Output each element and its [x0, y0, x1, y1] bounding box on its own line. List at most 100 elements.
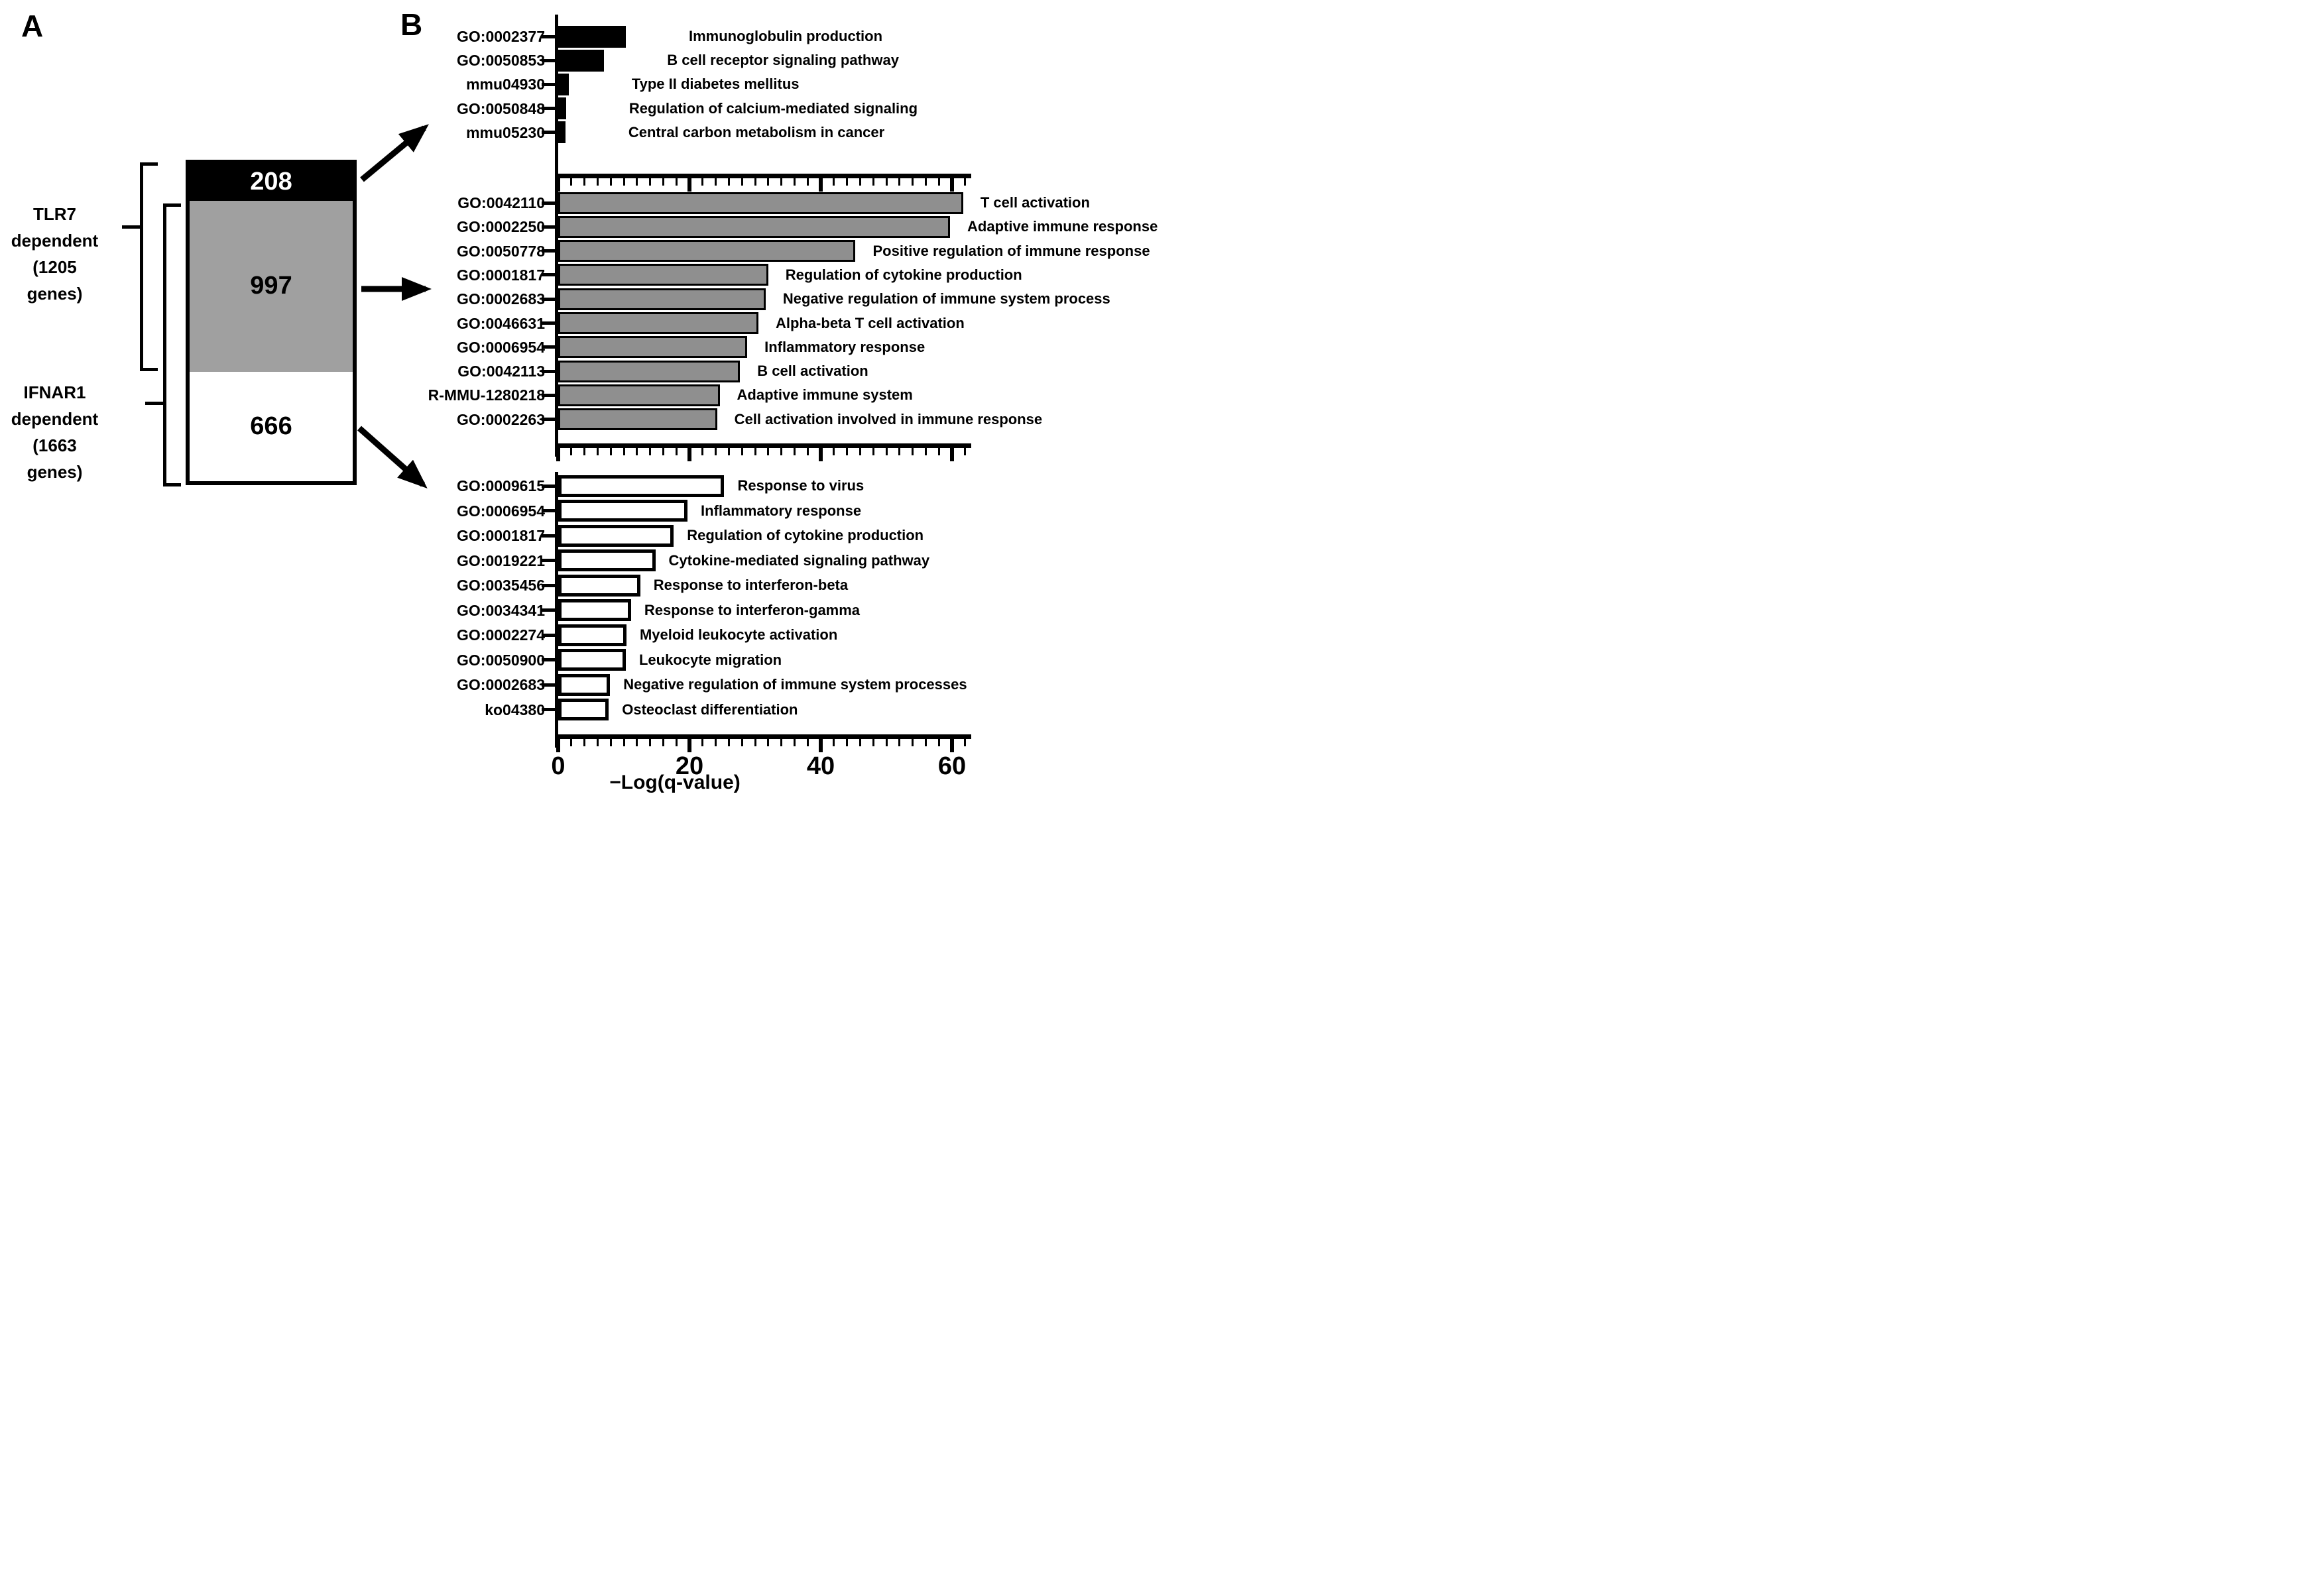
x-axis-major-tick — [687, 178, 691, 192]
x-axis-minor-tick — [649, 178, 652, 186]
bar-go-0035456 — [558, 574, 640, 597]
x-axis-minor-tick — [912, 448, 914, 455]
x-axis-minor-tick — [898, 178, 901, 186]
side-label-line: IFNAR1 — [23, 382, 86, 402]
x-axis-minor-tick — [636, 739, 638, 746]
x-axis-minor-tick — [872, 448, 874, 455]
y-axis-row-tick — [542, 297, 555, 301]
tlr7-bracket-bottom-stub — [140, 368, 158, 371]
bar-ko04380 — [558, 699, 609, 720]
bar-description: Immunoglobulin production — [688, 28, 883, 44]
y-axis-row-tick — [542, 249, 555, 253]
y-axis-row-tick — [542, 369, 555, 373]
x-axis-minor-tick — [767, 178, 770, 186]
x-axis-minor-tick — [806, 178, 809, 186]
bar-go-0042113 — [558, 360, 741, 382]
x-axis-minor-tick — [754, 178, 756, 186]
y-axis-row-tick — [542, 658, 555, 661]
stack-segment-black: 208 — [190, 164, 353, 201]
x-axis-minor-tick — [859, 448, 861, 455]
tlr7-bracket-line — [140, 162, 143, 371]
ifnar1-bracket-top-stub — [163, 203, 181, 207]
x-axis-minor-tick — [609, 739, 612, 746]
row-id-label: GO:0050778 — [457, 242, 545, 260]
x-axis-minor-tick — [636, 448, 638, 455]
row-id-label: GO:0002250 — [457, 218, 545, 236]
x-axis-minor-tick — [623, 448, 625, 455]
x-axis-minor-tick — [964, 739, 967, 746]
bar-go-0009615 — [558, 475, 725, 497]
bar-description: Regulation of calcium-mediated signaling — [628, 99, 918, 117]
bar-description: Regulation of cytokine production — [687, 527, 924, 543]
x-axis-minor-tick — [741, 448, 743, 455]
x-axis-major-tick — [819, 739, 823, 752]
row-id-label: GO:0002683 — [457, 290, 545, 308]
x-axis-minor-tick — [649, 739, 652, 746]
x-axis-minor-tick — [859, 739, 861, 746]
x-axis-title: −Log(q-value) — [609, 771, 741, 793]
tlr7-bracket-top-stub — [140, 162, 158, 166]
row-id-label: GO:0019221 — [457, 551, 545, 569]
x-axis-minor-tick — [793, 739, 796, 746]
x-axis-major-tick — [950, 448, 954, 461]
x-axis-minor-tick — [675, 739, 678, 746]
x-axis-minor-tick — [846, 739, 849, 746]
bar-go-0046631 — [558, 312, 758, 334]
x-axis-minor-tick — [715, 448, 717, 455]
bar-description: Negative regulation of immune system pro… — [623, 676, 967, 693]
x-axis-minor-tick — [701, 448, 704, 455]
x-axis-minor-tick — [727, 448, 730, 455]
side-label-line: (1205 genes) — [27, 257, 83, 304]
row-id-label: GO:0009615 — [457, 477, 545, 494]
y-axis-row-tick — [542, 321, 555, 325]
row-id-label: GO:0002263 — [457, 410, 545, 428]
x-axis-minor-tick — [701, 739, 704, 746]
x-axis-major-tick — [819, 448, 823, 461]
row-id-label: GO:0042110 — [457, 194, 545, 211]
bar-description: Negative regulation of immune system pro… — [782, 290, 1110, 308]
x-axis-minor-tick — [623, 178, 625, 186]
row-id-label: GO:0046631 — [457, 314, 545, 332]
y-axis-row-tick — [542, 708, 555, 711]
x-axis-tick-label: 60 — [937, 752, 967, 780]
x-axis-major-tick — [687, 739, 691, 752]
y-axis-row-tick — [542, 393, 555, 397]
bar-go-0002250 — [558, 215, 951, 238]
x-axis-minor-tick — [833, 739, 835, 746]
x-axis-minor-tick — [937, 448, 940, 455]
x-axis-minor-tick — [662, 739, 664, 746]
x-axis-minor-tick — [924, 178, 927, 186]
x-axis-minor-tick — [780, 739, 783, 746]
x-axis-minor-tick — [898, 739, 901, 746]
x-axis-minor-tick — [570, 448, 573, 455]
ifnar1-bracket-bottom-stub — [163, 483, 181, 486]
x-axis-minor-tick — [741, 739, 743, 746]
x-axis-minor-tick — [846, 448, 849, 455]
bar-go-0050853 — [558, 49, 605, 72]
x-axis-major-tick — [556, 178, 560, 192]
y-axis-line — [555, 15, 558, 187]
y-axis-row-tick — [542, 82, 555, 86]
row-id-label: GO:0006954 — [457, 502, 545, 520]
segment-count-label: 997 — [250, 272, 292, 300]
x-axis-minor-tick — [596, 448, 599, 455]
x-axis-minor-tick — [675, 448, 678, 455]
row-id-label: GO:0050900 — [457, 651, 545, 669]
x-axis-minor-tick — [806, 739, 809, 746]
y-axis-row-tick — [542, 273, 555, 277]
stack-segment-white: 666 — [190, 372, 353, 481]
bar-description: Cytokine-mediated signaling pathway — [668, 551, 930, 569]
x-axis-minor-tick — [872, 178, 874, 186]
y-axis-row-tick — [542, 58, 555, 62]
y-axis-row-tick — [542, 107, 555, 111]
x-axis-minor-tick — [780, 448, 783, 455]
x-axis-minor-tick — [715, 739, 717, 746]
row-id-label: mmu05230 — [466, 123, 545, 141]
row-id-label: GO:0050853 — [457, 52, 545, 70]
x-axis-line — [555, 734, 971, 739]
side-label-line: TLR7 — [33, 204, 76, 224]
x-axis-minor-tick — [872, 739, 874, 746]
x-axis-minor-tick — [833, 178, 835, 186]
